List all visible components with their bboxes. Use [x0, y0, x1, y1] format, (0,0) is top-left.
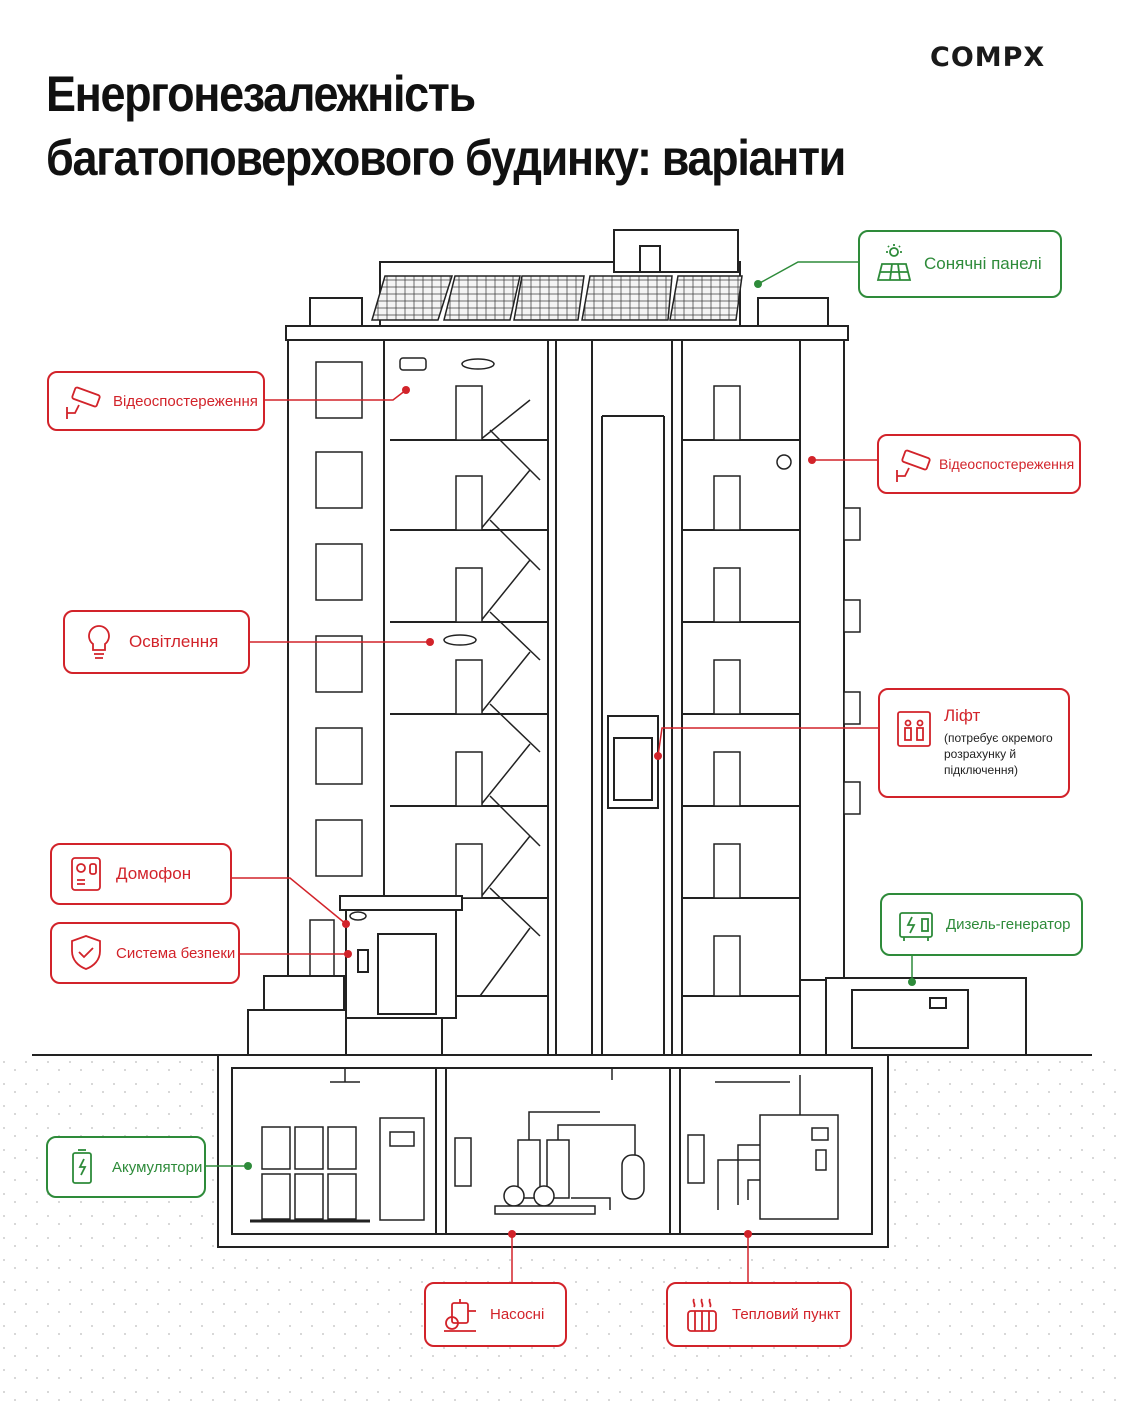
- callout-intercom: Домофон: [50, 843, 232, 905]
- lift-note: (потребує окремого розрахунку й підключе…: [944, 731, 1053, 777]
- generator-icon: [899, 911, 933, 941]
- callout-pumping-station: Насосні: [424, 1282, 567, 1347]
- lift-label: Ліфт: [944, 706, 981, 725]
- cctv-camera-icon: [896, 449, 931, 482]
- compx-logo: COMPX: [930, 42, 1046, 73]
- battery-bank: [250, 1068, 425, 1223]
- generator-housing: [825, 977, 1027, 1056]
- heat-exchanger-unit: [687, 1075, 839, 1220]
- callout-lift: Ліфт (потребує окремого розрахунку й під…: [878, 688, 1070, 798]
- diesel-generator-label: Дизель-генератор: [946, 916, 1071, 933]
- connector-dots: [244, 280, 916, 1238]
- battery-icon: [72, 1149, 92, 1184]
- shield-check-icon: [71, 935, 101, 970]
- callout-connectors: [206, 261, 913, 1282]
- callout-batteries: Акумулятори: [46, 1136, 206, 1198]
- light-bulb-icon: [88, 625, 110, 659]
- video-surveillance-label-right: Відеоспостереження: [939, 456, 1075, 472]
- ceiling-lamps: [443, 358, 495, 646]
- elevator-icon: [897, 711, 931, 747]
- entrance-porch: [247, 895, 463, 1056]
- balconies: [843, 507, 861, 815]
- solar-panel-array: [370, 275, 743, 321]
- callout-solar-panels: Сонячні панелі: [858, 230, 1062, 298]
- intercom-label: Домофон: [116, 864, 192, 883]
- elevator-cab: [607, 715, 659, 809]
- pumping-station-label: Насосні: [490, 1306, 545, 1323]
- callout-lighting: Освітлення: [63, 610, 250, 674]
- intercom-icon: [71, 857, 101, 891]
- security-system-label: Система безпеки: [116, 944, 236, 962]
- staircase: [479, 399, 541, 997]
- solar-panel-icon: [876, 244, 912, 281]
- video-surveillance-label-left: Відеоспостереження: [113, 392, 258, 410]
- cameras: [349, 357, 792, 921]
- callout-security-system: Система безпеки: [50, 922, 240, 984]
- title-line-1: Енергонезалежність: [46, 66, 476, 122]
- callout-heat-unit: Тепловий пункт: [666, 1282, 852, 1347]
- cctv-camera-icon: [66, 386, 101, 419]
- radiator-icon: [687, 1298, 717, 1332]
- pump-station: [454, 1068, 645, 1215]
- callout-video-surveillance-right: Відеоспостереження: [877, 434, 1081, 494]
- batteries-label: Акумулятори: [112, 1158, 203, 1176]
- pump-icon: [444, 1298, 476, 1332]
- lighting-label: Освітлення: [129, 632, 219, 651]
- title-line-2: багатоповерхового будинку: варіанти: [46, 130, 846, 186]
- heat-unit-label: Тепловий пункт: [732, 1306, 841, 1323]
- callout-diesel-generator: Дизель-генератор: [880, 893, 1083, 956]
- callout-video-surveillance-left: Відеоспостереження: [47, 371, 265, 431]
- page-title: Енергонезалежність багатоповерхового буд…: [46, 62, 846, 190]
- apartment-doors: [455, 385, 741, 997]
- solar-panels-label: Сонячні панелі: [924, 254, 1042, 273]
